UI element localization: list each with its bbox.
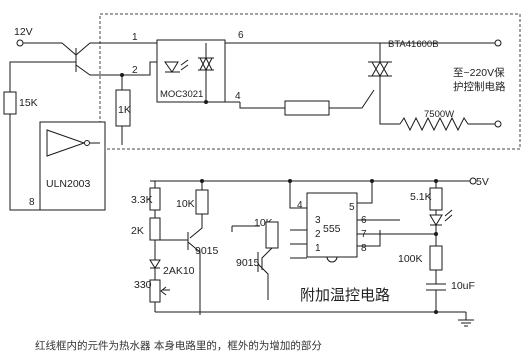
resistor-33k-label: 3.3K <box>131 194 153 206</box>
potentiometer-label: 330 <box>134 279 152 291</box>
indicator-led <box>429 214 443 226</box>
junction <box>434 232 438 236</box>
uln-buffer-triangle <box>46 129 86 157</box>
resistor-15k <box>3 91 17 115</box>
wire-gate <box>329 89 375 109</box>
triac-bta41600b <box>368 60 392 78</box>
wire-right-pins <box>357 219 436 247</box>
resistor-51k <box>429 187 443 211</box>
wire-node2 <box>75 61 165 76</box>
wire-left-pins <box>290 229 307 259</box>
timer-notch <box>326 256 338 263</box>
supply-5v-terminal <box>469 177 477 185</box>
opto-light-arrows <box>180 59 189 71</box>
resistor-1k <box>115 89 131 127</box>
transistor-a-label: 9015 <box>195 245 219 257</box>
q2-emitter <box>257 263 269 300</box>
capacitor-label: 10uF <box>451 280 475 292</box>
potentiometer-wiper <box>160 286 170 296</box>
timer-555 <box>306 192 358 258</box>
resistor-2k-label: 2K <box>131 225 144 237</box>
supply-5v-label: 5V <box>476 176 489 188</box>
led-light-arrows <box>444 209 453 222</box>
heater-7500w <box>399 116 495 132</box>
resistor-10k-a <box>195 189 209 215</box>
sensor-label: 2AK10 <box>163 265 195 277</box>
wire-node1 <box>75 42 495 56</box>
node-2-label: 2 <box>132 65 138 76</box>
driver-pin-label: 8 <box>29 197 35 208</box>
timer-pin-5: 5 <box>349 202 355 213</box>
ground-symbol <box>458 312 474 327</box>
opto-led <box>164 61 179 73</box>
resistor-1k-label: 1K <box>118 104 131 116</box>
sensor-diode-2ak10 <box>149 259 161 269</box>
node-1-label: 1 <box>132 32 138 43</box>
node-6-label: 6 <box>238 30 244 41</box>
resistor-51k-label: 5.1K <box>410 191 432 203</box>
resistor-100k <box>429 245 443 271</box>
optocoupler-label: MOC3021 <box>160 89 203 100</box>
q2-collector <box>261 247 273 270</box>
junction <box>120 73 124 77</box>
node-4-label: 4 <box>235 91 241 102</box>
wire-to-gate-r <box>239 102 285 109</box>
junction <box>434 179 438 183</box>
q1-emitter <box>187 241 201 315</box>
wire-12v <box>23 42 77 56</box>
ac-note-line1: 至~220V保 <box>453 66 505 79</box>
supply-12v-terminal <box>16 39 24 47</box>
ac-terminal-bottom <box>494 120 502 128</box>
original-circuit-frame <box>99 13 521 150</box>
junction <box>370 179 374 183</box>
ac-note-line2: 护控制电路 <box>453 80 506 93</box>
triac-label: BTA41600B <box>388 39 439 50</box>
gate-resistor <box>284 100 330 116</box>
wire-pin4 <box>289 181 307 209</box>
uln-inverter-bubble <box>84 140 90 146</box>
wire-base <box>9 61 76 92</box>
wire-to-uln <box>9 114 42 211</box>
resistor-10k-a-label: 10K <box>176 198 195 210</box>
caption-text: 红线框内的元件为热水器 本身电路里的，框外的为增加的部分 <box>35 339 322 352</box>
q1-collector <box>189 214 203 239</box>
resistor-2k <box>149 217 161 241</box>
heater-label: 7500W <box>424 109 454 120</box>
resistor-15k-label: 15K <box>19 97 38 109</box>
junction <box>200 179 204 183</box>
optocoupler-moc3021 <box>156 39 226 103</box>
driver-uln2003 <box>39 121 106 211</box>
timer-pin-1: 1 <box>315 243 321 254</box>
triac-bottom-wire <box>379 76 400 125</box>
ac-terminal-top <box>494 39 502 47</box>
timer-label: 555 <box>323 223 341 235</box>
timer-pin-2: 2 <box>315 229 321 240</box>
driver-label: ULN2003 <box>46 178 91 190</box>
resistor-100k-label: 100K <box>398 253 423 265</box>
timer-pin-4: 4 <box>297 200 303 211</box>
timer-pin-8: 8 <box>361 243 367 254</box>
wire-pin5 <box>357 181 373 204</box>
resistor-10k-b <box>265 221 279 249</box>
section-title: 附加温控电路 <box>300 286 390 304</box>
q2-wire-from-divider <box>231 225 260 232</box>
timer-pin-3: 3 <box>315 215 321 226</box>
transistor-b-label: 9015 <box>236 257 260 269</box>
capacitor-10uf <box>426 283 446 291</box>
junction <box>434 310 438 314</box>
supply-12v-label: 12V <box>14 26 33 38</box>
junction <box>288 179 292 183</box>
junction <box>204 100 208 104</box>
